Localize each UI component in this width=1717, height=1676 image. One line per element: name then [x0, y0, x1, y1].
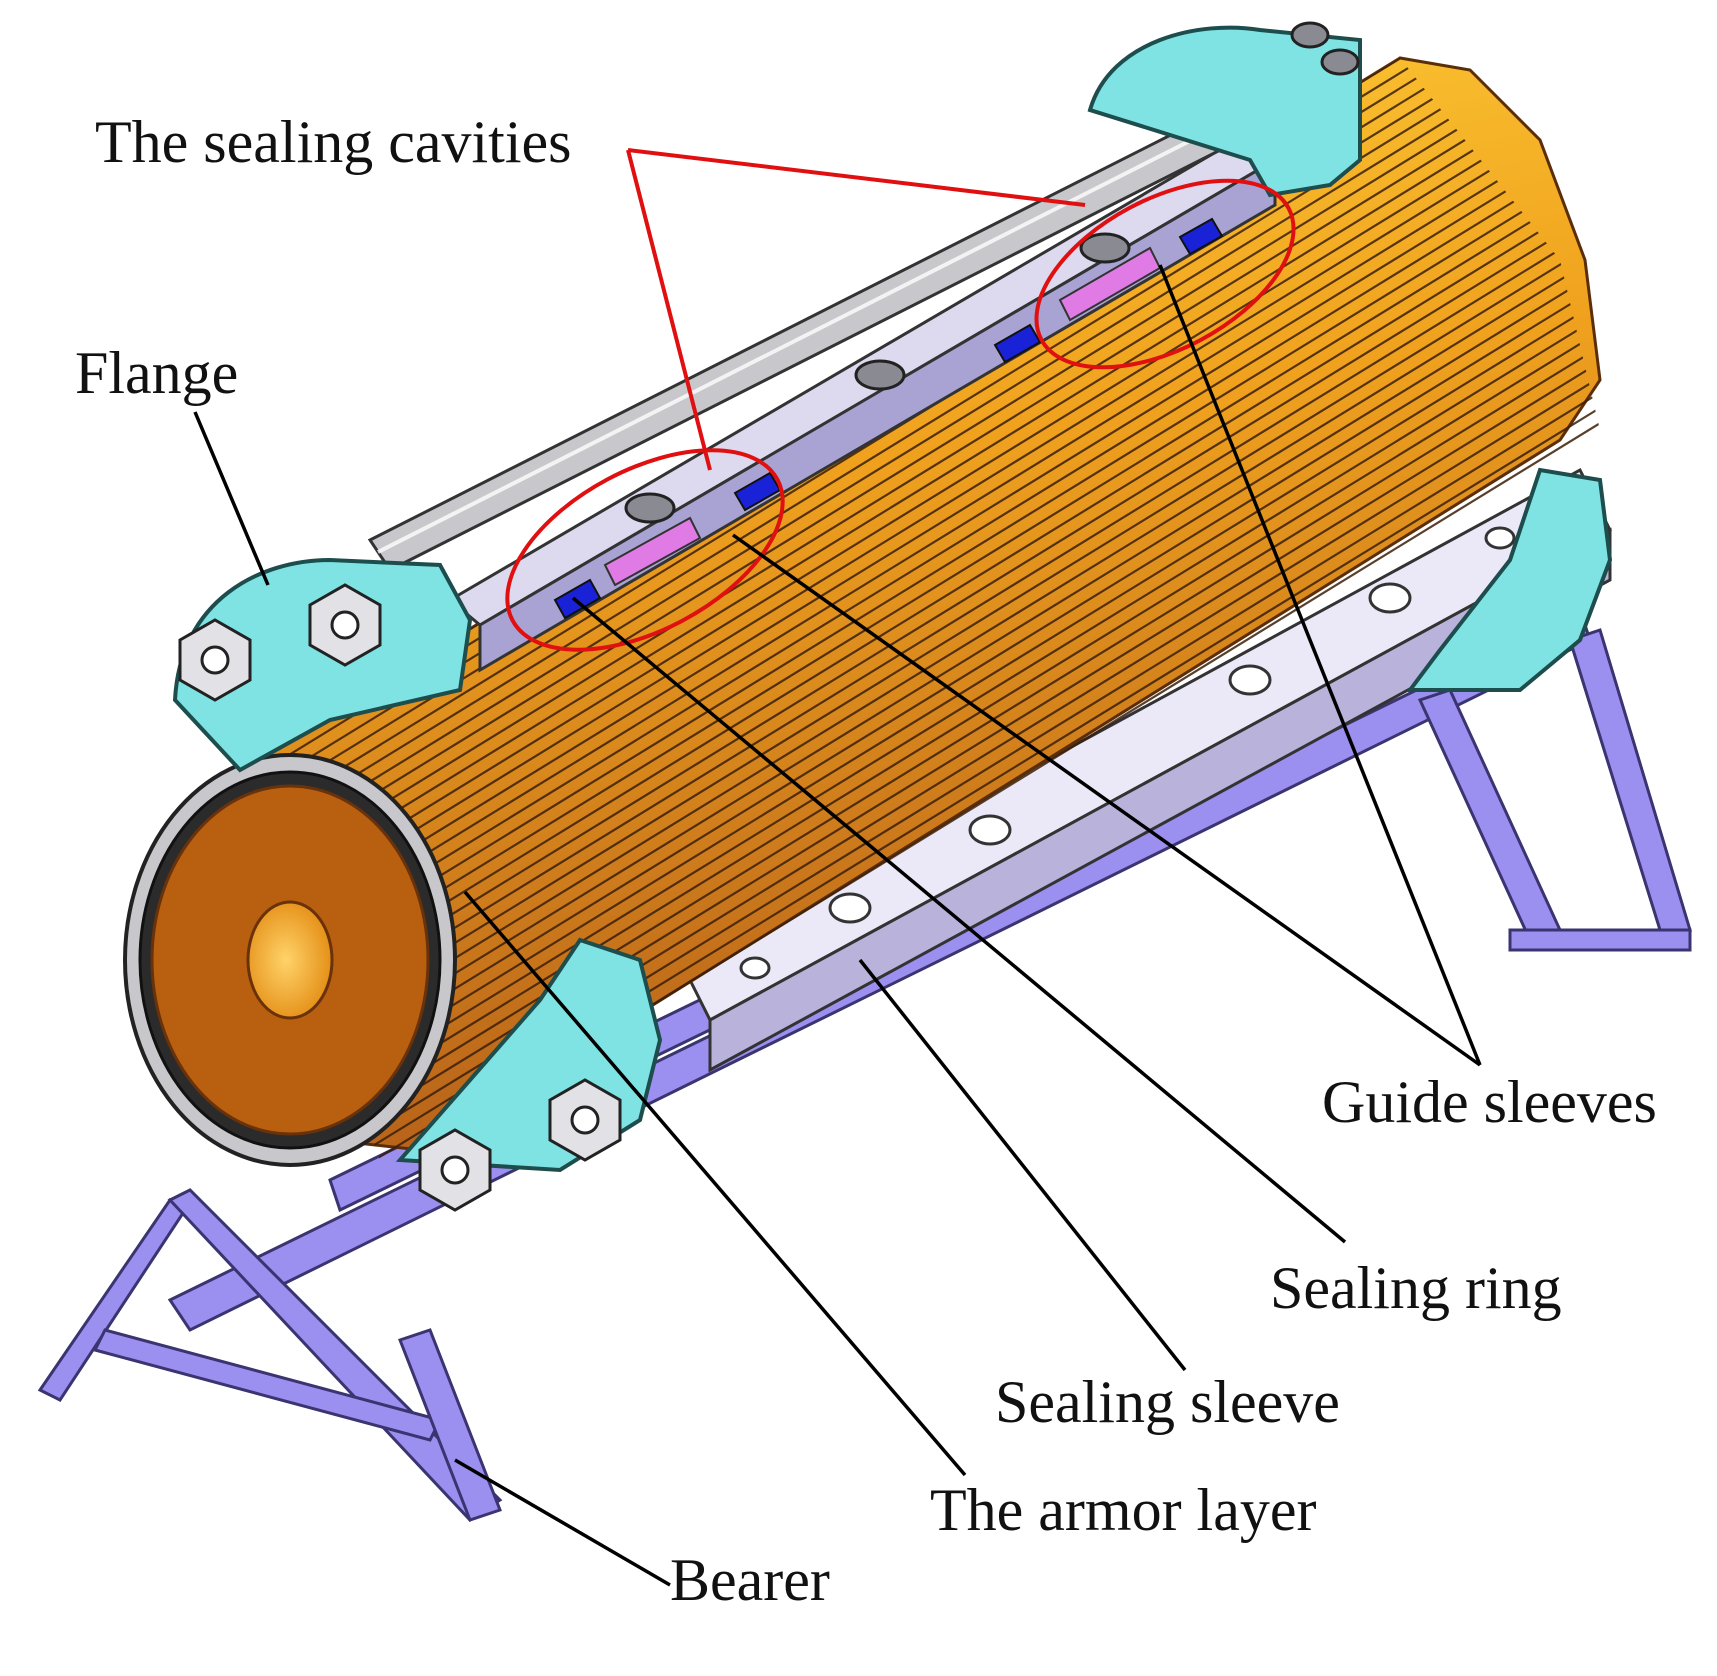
upper-bolts	[624, 232, 1131, 524]
leader-bearer	[454, 1458, 671, 1587]
armor-wire-stripe	[240, 263, 1600, 1160]
leader-guide-sleeves-2	[1158, 264, 1482, 1066]
label-flange: Flange	[75, 340, 238, 406]
bearer-brace-right	[1417, 688, 1563, 942]
leader-lines	[193, 264, 1482, 1587]
bearer-brace-left	[92, 1328, 443, 1442]
flange-back-upper	[1087, 25, 1362, 198]
bearer-leg-right	[1568, 628, 1693, 932]
upper-sealing-rings	[553, 217, 1224, 620]
label-guide-sleeves: Guide sleeves	[1322, 1069, 1657, 1135]
sealing-cavity-leader-1	[626, 149, 712, 471]
sealing-cavity-ellipse-left	[505, 448, 785, 652]
flange-back-lower	[1406, 467, 1613, 692]
flange-back	[1087, 21, 1613, 692]
upper-sleeve-block	[447, 133, 1278, 673]
label-sealing-cavities: The sealing cavities	[95, 109, 571, 175]
pipe-bore	[246, 900, 334, 1020]
flange-nut-holes	[200, 610, 600, 1185]
label-sealing-sleeve: Sealing sleeve	[995, 1369, 1340, 1435]
flange-back-nuts	[1290, 21, 1360, 76]
leader-armor-layer	[463, 890, 967, 1477]
armor-wire-stripe	[240, 241, 1600, 1160]
leader-flange	[193, 411, 270, 586]
lower-sleeve-holes	[739, 526, 1516, 980]
label-armor-layer: The armor layer	[930, 1477, 1316, 1543]
flange-front	[172, 557, 663, 1212]
sealing-cavity-ellipse-right	[1034, 178, 1296, 370]
leader-sealing-sleeve	[858, 958, 1187, 1372]
label-bearer: Bearer	[670, 1547, 830, 1613]
bearer-leg-left	[37, 1197, 188, 1402]
leader-guide-sleeves-1	[731, 533, 1482, 1067]
armor-wire-stripe	[240, 252, 1600, 1160]
leader-sealing-ring	[571, 596, 1347, 1244]
sealing-cavity-callouts	[505, 148, 1296, 652]
sealing-cavity-leader-2	[627, 148, 1086, 207]
bearer-foot-right	[1508, 928, 1692, 952]
lower-sleeve-front	[708, 527, 1612, 1073]
label-sealing-ring: Sealing ring	[1270, 1255, 1562, 1321]
